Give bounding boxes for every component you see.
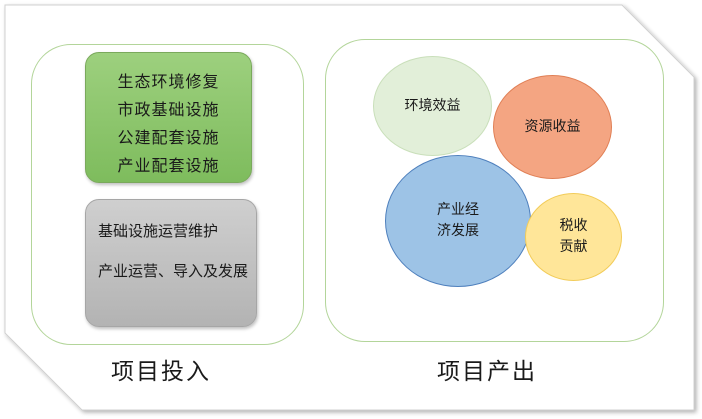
environment-benefit-circle: 环境效益 bbox=[373, 56, 492, 156]
operation-items-box: 基础设施运营维护 产业运营、导入及发展 bbox=[85, 199, 257, 327]
construction-item: 生态环境修复 bbox=[117, 72, 220, 91]
resource-benefit-circle: 资源收益 bbox=[493, 75, 612, 179]
tax-contribution-circle: 税收 贡献 bbox=[525, 193, 622, 281]
industry-development-label: 产业经 济发展 bbox=[437, 202, 479, 239]
resource-benefit-label: 资源收益 bbox=[524, 118, 581, 135]
construction-item: 公建配套设施 bbox=[117, 128, 220, 147]
industry-development-circle: 产业经 济发展 bbox=[385, 155, 531, 287]
project-output-caption: 项目产出 bbox=[437, 359, 537, 385]
operation-item: 基础设施运营维护 bbox=[98, 222, 219, 240]
operation-item: 产业运营、导入及发展 bbox=[98, 262, 249, 280]
construction-item: 市政基础设施 bbox=[117, 100, 220, 119]
project-input-caption: 项目投入 bbox=[111, 359, 211, 385]
construction-item: 产业配套设施 bbox=[117, 156, 220, 175]
environment-benefit-label: 环境效益 bbox=[404, 97, 461, 114]
tax-contribution-label: 税收 贡献 bbox=[559, 218, 588, 255]
construction-items-box: 生态环境修复 市政基础设施 公建配套设施 产业配套设施 bbox=[85, 52, 252, 183]
